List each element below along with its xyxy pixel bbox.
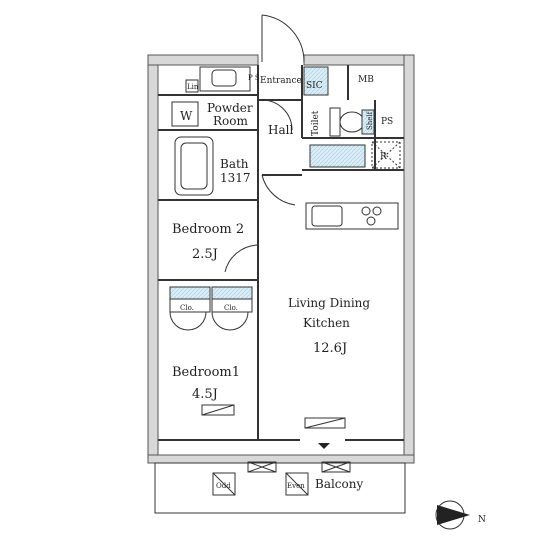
interior-walls (158, 65, 404, 441)
kitchen-counter (305, 202, 399, 230)
closet-label: Clo. (180, 304, 194, 312)
toilet-label: Toilet (311, 110, 321, 136)
bedroom1-name: Bedroom1 (172, 365, 240, 380)
odd-label: Odd (216, 482, 231, 490)
refrigerator-label: R (380, 152, 387, 162)
hall-label: Hall (268, 123, 293, 137)
washer (171, 101, 199, 127)
closets (169, 286, 253, 313)
closet-label: Clo. (224, 304, 238, 312)
bedroom2-size: 2.5J (192, 247, 218, 262)
compass (435, 500, 470, 530)
sic-label: SIC (306, 81, 323, 91)
powder-room-label: Powder (207, 101, 253, 115)
ps-top-label: P S (248, 74, 260, 82)
bath-label: Bath (220, 157, 249, 171)
entry-marker (318, 443, 330, 449)
ac-units (201, 404, 351, 473)
linen-label: Lin (187, 83, 199, 91)
bathtub (174, 136, 214, 196)
room-doors (169, 99, 296, 331)
entrance-label: Entrance (260, 76, 302, 86)
ldk-label: Living Dining (288, 296, 370, 310)
refrigerator (371, 141, 401, 169)
toilet (329, 107, 375, 137)
vanity (185, 66, 251, 93)
washer-label: W (180, 109, 193, 123)
hall-storage (309, 144, 366, 168)
ldk-size: 12.6J (313, 341, 347, 356)
bath-label: 1317 (220, 171, 251, 185)
mb-label: MB (358, 75, 374, 85)
even-label: Even (287, 482, 305, 490)
exterior-walls (147, 54, 415, 464)
bedroom2-name: Bedroom 2 (172, 222, 244, 237)
entrance-door (261, 14, 305, 63)
bedroom1-size: 4.5J (192, 387, 218, 402)
balcony (154, 462, 406, 514)
ldk-label: Kitchen (303, 316, 350, 330)
shelf-label: Shelf (366, 110, 374, 130)
balcony-label: Balcony (315, 477, 363, 491)
powder-room-label: Room (213, 114, 248, 128)
north-label: N (478, 515, 486, 525)
sic-area (303, 66, 329, 96)
ps-right-label: PS (381, 117, 393, 127)
